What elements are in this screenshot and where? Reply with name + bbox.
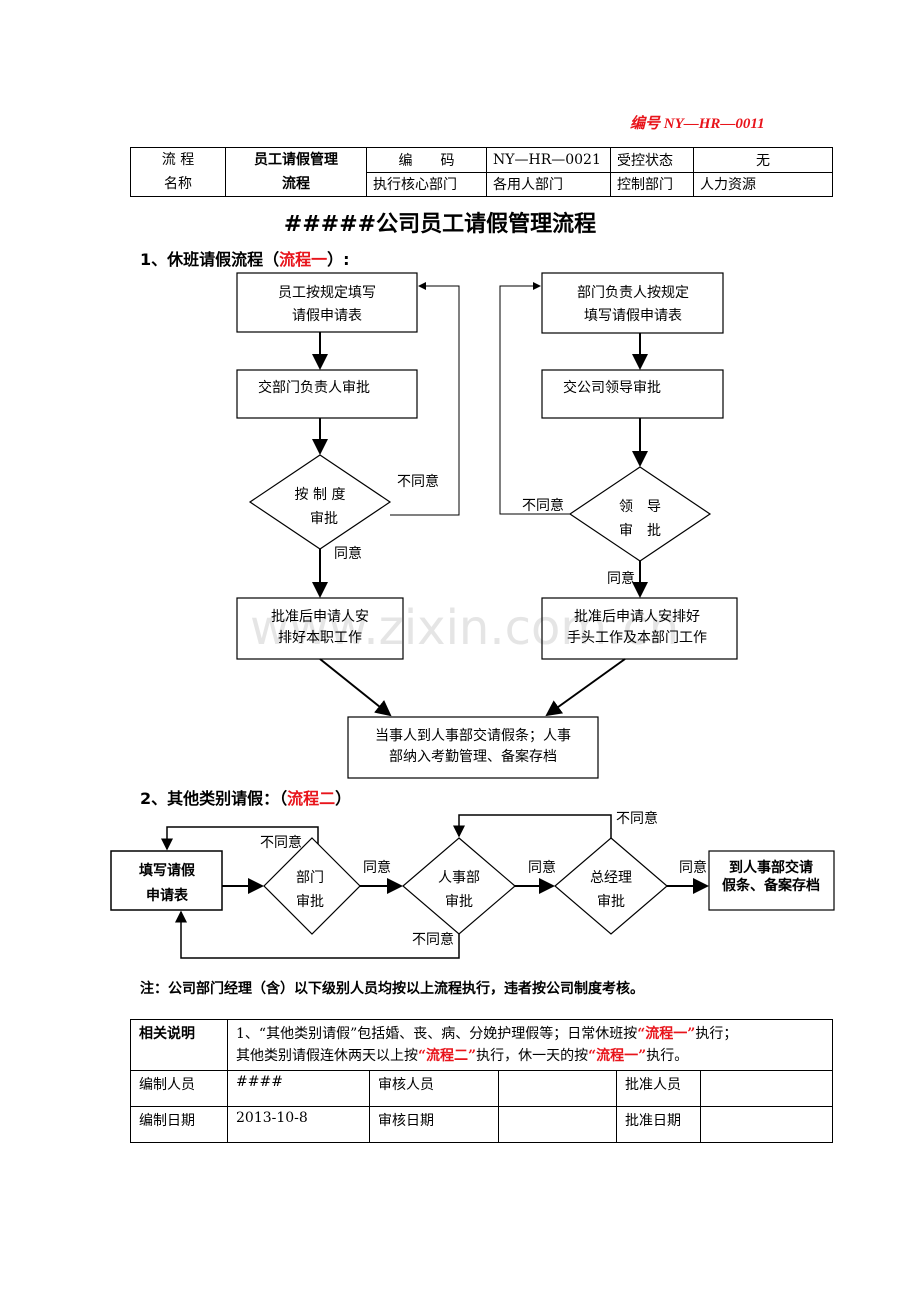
reviewer-label: 审核人员 (369, 1070, 499, 1107)
code-value: NY—HR—0021 (486, 147, 611, 173)
edit-date-value: 2013-10-8 (227, 1106, 370, 1143)
desc-value: 1、“其他类别请假”包括婚、丧、病、分娩护理假等；日常休班按“流程一”执行；其他… (227, 1019, 833, 1071)
f2-d3-text: 总经理 (590, 870, 632, 886)
note: 注：公司部门经理（含）以下级别人员均按以上流程执行，违者按公司制度考核。 (140, 981, 644, 997)
name-value: 员工请假管理流程 (225, 147, 367, 197)
f2-disagree: 不同意 (616, 810, 658, 827)
r-box1-text: 填写请假申请表 (584, 308, 682, 324)
f2-d1 (263, 837, 361, 935)
page-title: #####公司员工请假管理流程 (283, 212, 597, 237)
review-date-label: 审核日期 (369, 1106, 499, 1143)
f2-d1-text: 部门 (296, 870, 324, 886)
section2-heading: 2、其他类别请假：（流程二） (140, 789, 352, 808)
f2-agree: 同意 (363, 859, 391, 876)
l-box1-text: 请假申请表 (292, 308, 362, 324)
f2-end-text: 到人事部交请 (729, 859, 813, 876)
f2-d2-text: 人事部 (438, 870, 480, 886)
watermark: www.zixin.com.cn (250, 600, 680, 656)
f2-agree: 同意 (528, 859, 556, 876)
approve-date-value (700, 1106, 833, 1143)
l-box3-text: 排好本职工作 (278, 630, 362, 646)
f2-end-text: 假条、备案存档 (722, 877, 820, 894)
l-disagree: 不同意 (397, 473, 439, 490)
l-box2 (236, 369, 418, 419)
header-table: 流 程名称 员工请假管理流程 编 码 NY—HR—0021 受控状态 无 执行核… (130, 147, 833, 197)
ctrl-dept-label: 控制部门 (610, 171, 694, 197)
desc-label: 相关说明 (130, 1019, 228, 1071)
r-box2 (541, 369, 724, 419)
r-diamond-text: 领 导 (619, 499, 661, 515)
r-box3-text: 批准后申请人安排好 (574, 609, 700, 625)
f2-start-text: 填写请假 (139, 862, 196, 879)
ctrl-dept-value: 人力资源 (693, 171, 833, 197)
approver-value (700, 1070, 833, 1107)
f2-disagree: 不同意 (412, 931, 454, 948)
edit-date-label: 编制日期 (130, 1106, 228, 1143)
control-label: 受控状态 (610, 147, 694, 173)
f2-d2 (402, 837, 516, 935)
l-box1-text: 员工按规定填写 (278, 285, 376, 301)
r-box2-text: 交公司领导审批 (563, 379, 661, 396)
footer-table: 相关说明 1、“其他类别请假”包括婚、丧、病、分娩护理假等；日常休班按“流程一”… (130, 1019, 833, 1143)
f2-d1-text: 审批 (296, 894, 324, 910)
approver-label: 批准人员 (616, 1070, 701, 1107)
f2-d3-text: 审批 (597, 894, 625, 910)
editor-label: 编制人员 (130, 1070, 228, 1107)
exec-label: 执行核心部门 (366, 171, 487, 197)
reviewer-value (498, 1070, 617, 1107)
l-box2-text: 交部门负责人审批 (258, 379, 370, 396)
f2-end (708, 850, 835, 911)
section1-heading: 1、休班请假流程（流程一）: (140, 250, 350, 269)
l-box3-text: 批准后申请人安 (271, 609, 369, 625)
editor-value: #### (227, 1070, 370, 1107)
l-diamond-text: 按 制 度 (295, 487, 346, 503)
l-diamond-text: 审批 (310, 511, 338, 527)
f2-d2-text: 审批 (445, 894, 473, 910)
r-box3 (541, 597, 738, 660)
f2-disagree: 不同意 (260, 834, 302, 851)
r-agree: 同意 (607, 570, 635, 587)
r-diamond-text: 审 批 (619, 523, 661, 539)
final-box (347, 716, 599, 779)
f2-start (110, 850, 223, 911)
l-agree: 同意 (334, 545, 362, 562)
review-date-value (498, 1106, 617, 1143)
r-disagree: 不同意 (522, 497, 564, 514)
l-box1 (236, 272, 418, 333)
approve-date-label: 批准日期 (616, 1106, 701, 1143)
final-text: 当事人到人事部交请假条；人事 (375, 727, 571, 744)
code-label: 编 码 (366, 147, 487, 173)
document-code: 编号 NY—HR—0011 (630, 116, 765, 132)
r-box3-text: 手头工作及本部门工作 (567, 630, 707, 646)
final-text: 部纳入考勤管理、备案存档 (389, 748, 557, 765)
f2-d3 (554, 837, 668, 935)
f2-agree: 同意 (679, 859, 707, 876)
r-box1-text: 部门负责人按规定 (577, 285, 689, 301)
l-box3 (236, 597, 404, 660)
r-box1 (541, 272, 724, 334)
f2-start-text: 申请表 (146, 887, 189, 904)
